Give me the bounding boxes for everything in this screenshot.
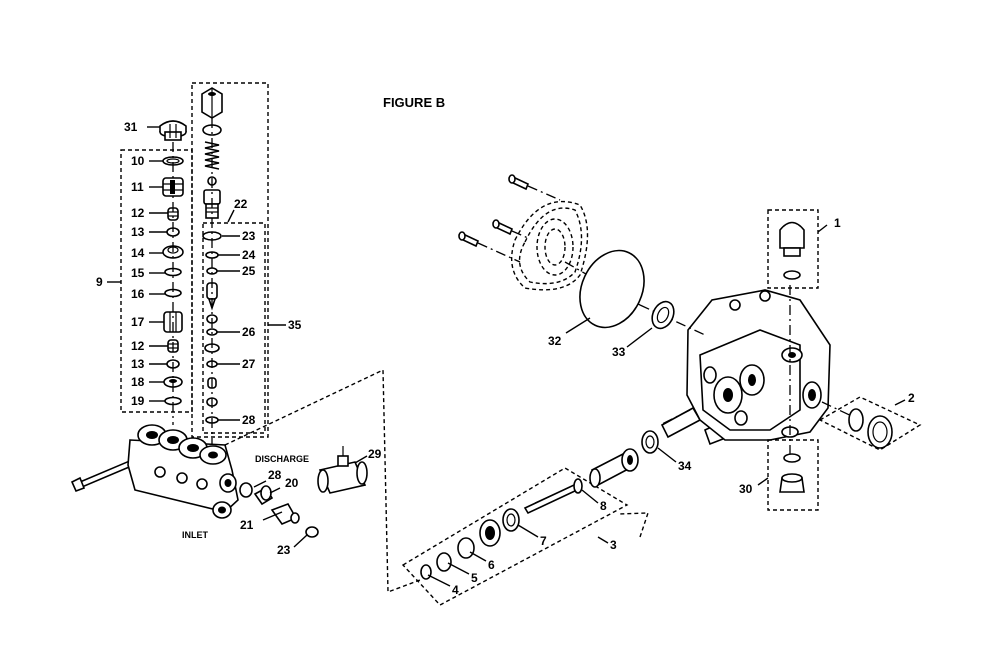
callout-12-bottom: 12 [131, 339, 145, 353]
piston-group [401, 467, 629, 606]
figure-title: FIGURE B [383, 95, 445, 110]
part-6-oring [457, 537, 475, 559]
callout-17: 17 [131, 315, 145, 329]
callout-23-discharge: 23 [277, 543, 291, 557]
callout-14: 14 [131, 246, 145, 260]
callout-34: 34 [678, 459, 692, 473]
callout-8: 8 [600, 499, 607, 513]
callout-24: 24 [242, 248, 256, 262]
unloader-stack [191, 82, 269, 445]
assembly-outline [224, 368, 649, 594]
part-29-quick-connect [317, 446, 368, 494]
callout-35: 35 [288, 318, 302, 332]
callout-3: 3 [610, 538, 617, 552]
part-33-seal [651, 300, 675, 330]
callout-labels: 31 10 11 12 13 14 15 16 17 12 13 18 19 9… [96, 120, 915, 597]
cover-bolts [458, 174, 561, 263]
group-22-subbox [202, 222, 266, 434]
discharge-fittings [239, 482, 319, 538]
part-8-washer [573, 478, 583, 494]
part-2-plug [848, 408, 893, 449]
callout-27: 27 [242, 357, 256, 371]
pump-housing [686, 289, 831, 441]
manifold [70, 424, 239, 519]
discharge-label: DISCHARGE [255, 454, 309, 464]
callout-5: 5 [471, 571, 478, 585]
callout-29: 29 [368, 447, 382, 461]
callout-20: 20 [285, 476, 299, 490]
part-30-plug [779, 453, 805, 493]
callout-30: 30 [739, 482, 753, 496]
part-7-retainer [502, 508, 520, 532]
callout-9: 9 [96, 275, 103, 289]
callout-25: 25 [242, 264, 256, 278]
part-5-ring [436, 552, 452, 572]
group-9-box [120, 149, 193, 413]
callout-21: 21 [240, 518, 254, 532]
part-21-fitting [270, 503, 300, 525]
valve-stack-group [120, 120, 193, 425]
callout-16: 16 [131, 287, 145, 301]
callout-2: 2 [908, 391, 915, 405]
part-23-discharge-oring [305, 526, 319, 538]
callout-32: 32 [548, 334, 562, 348]
part-32-oring [579, 249, 645, 329]
callout-4: 4 [452, 583, 459, 597]
part-1-fitting [779, 221, 805, 280]
part-plunger-rod [660, 406, 702, 439]
group-30-box [767, 439, 819, 511]
part-28-discharge-oring [239, 482, 253, 498]
leader-lines [107, 126, 906, 587]
part-7-seal [479, 519, 501, 547]
callout-13-top: 13 [131, 225, 145, 239]
callout-11: 11 [131, 180, 144, 194]
callout-23-unloader: 23 [242, 229, 256, 243]
callout-1: 1 [834, 216, 841, 230]
callout-28-discharge: 28 [268, 468, 282, 482]
callout-12-top: 12 [131, 206, 145, 220]
callout-26: 26 [242, 325, 256, 339]
part-31-plug [159, 120, 187, 141]
part-unloader-nut [201, 87, 223, 119]
part-piston-bolt [523, 483, 579, 515]
group-35-box [191, 82, 269, 438]
callout-31: 31 [124, 120, 138, 134]
part-4-ring [420, 564, 432, 580]
cover-plate [511, 200, 589, 291]
callout-7: 7 [540, 534, 547, 548]
manifold-bolt [70, 458, 136, 493]
group-2-box [818, 396, 922, 451]
callout-19: 19 [131, 394, 145, 408]
callout-6: 6 [488, 558, 495, 572]
callout-22: 22 [234, 197, 248, 211]
part-34-seal [641, 430, 659, 454]
group-3-box [401, 467, 629, 606]
inlet-label: INLET [182, 530, 209, 540]
manifold-ports [137, 424, 227, 465]
group-1-box [767, 209, 819, 289]
callout-15: 15 [131, 266, 145, 280]
callout-10: 10 [131, 154, 145, 168]
callout-13-bottom: 13 [131, 357, 145, 371]
part-20-fitting [253, 485, 274, 506]
callout-33: 33 [612, 345, 626, 359]
callout-18: 18 [131, 375, 145, 389]
callout-28-unloader: 28 [242, 413, 256, 427]
